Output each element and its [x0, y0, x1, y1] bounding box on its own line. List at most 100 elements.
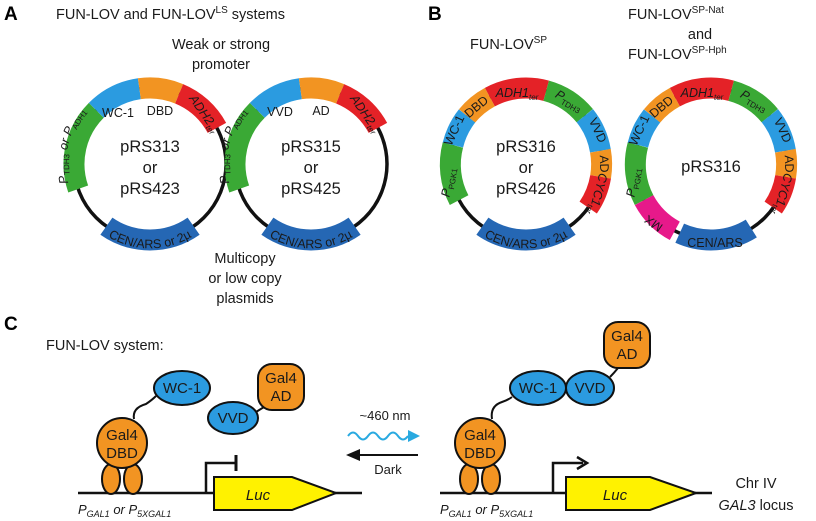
- plasmid-3-name-line3: pRS426: [496, 180, 556, 198]
- gal4-dbd-label-line2-right: DBD: [464, 445, 496, 462]
- plasmid-2-ad-segment: [298, 77, 345, 104]
- vvd-label-left: VVD: [218, 410, 249, 427]
- gal4-dbd-label-line2-left: DBD: [106, 445, 138, 462]
- plasmid-4-ad-segment: [775, 148, 798, 179]
- plasmid-1-name-line2: or: [143, 159, 158, 177]
- light-wave: [347, 431, 409, 441]
- plasmid-4-cen-label: CEN/ARS: [687, 236, 743, 250]
- panel-a-title-end: systems: [228, 7, 285, 23]
- plasmid-1-name-line3: pRS423: [120, 180, 180, 198]
- panel-a-title: FUN-LOV and FUN-LOVLS systems: [56, 5, 285, 23]
- tss-active-right: [551, 461, 583, 493]
- plasmid-3-name-line1: pRS316: [496, 138, 556, 156]
- linker-left: [132, 395, 157, 420]
- plasmid-2-vvd-segment: [249, 78, 303, 119]
- plasmid-1-dbd-label: DBD: [147, 104, 173, 118]
- plasmid-2-cen-segment: [261, 217, 361, 251]
- plasmid-4: PPGK1 WC-1 DBD ADH1ter PTDH3 VVD AD CYC1…: [624, 77, 798, 251]
- plasmid-1-wc1-label: WC-1: [102, 106, 134, 120]
- promoter-label-line2: promoter: [192, 57, 250, 73]
- plasmid-1-cen-segment: [100, 217, 200, 251]
- vvd-label-right: VVD: [575, 380, 606, 397]
- panel-c: C FUN-LOV system: Luc Gal4 DBD WC-1 VVD …: [4, 314, 793, 519]
- luc-reporter-right: [565, 476, 699, 511]
- plasmid-3-ad-label: AD: [597, 155, 612, 173]
- plasmid-1: PTDH3 or PADH1 WC-1 DBD ADH2ter CEN/ARS …: [56, 77, 228, 251]
- plasmid-4-wc1-segment: [627, 109, 661, 148]
- panel-c-letter: C: [4, 314, 18, 335]
- plasmid-4-name: pRS316: [681, 158, 741, 176]
- gal4-dbd-right: [454, 417, 506, 469]
- plasmid-4-dbd-segment: [643, 87, 681, 123]
- panel-b-title-2-line1: FUN-LOVSP-Nat: [628, 5, 724, 23]
- gal4-dbd-label-line1-left: Gal4: [106, 427, 138, 444]
- multicopy-label-line2: or low copy: [208, 271, 282, 287]
- plasmid-3-tdh3-segment: [543, 80, 593, 123]
- wc1-label-right: WC-1: [519, 380, 557, 397]
- luc-label-left: Luc: [246, 487, 271, 504]
- multicopy-label-line3: plasmids: [216, 291, 273, 307]
- vvd-domain-right: [565, 370, 615, 406]
- panel-b-letter: B: [428, 4, 442, 25]
- gal4-ad-label-line1-right: Gal4: [611, 328, 643, 345]
- light-wavelength-label: ~460 nm: [360, 408, 411, 423]
- plasmid-3-pgk1-segment: [439, 142, 469, 205]
- panel-a-title-sup: LS: [216, 5, 229, 16]
- panel-c-title: FUN-LOV system:: [46, 338, 164, 354]
- wc1-domain-left: [153, 370, 211, 406]
- dark-arrow-head: [346, 449, 360, 461]
- plasmid-1-promoter-segment: [63, 102, 105, 193]
- plasmid-2-adh2-segment: [335, 84, 388, 134]
- vvd-ad-link-right: [609, 367, 619, 378]
- luc-label-right: Luc: [603, 487, 628, 504]
- panel-b-title-2-and: and: [688, 27, 712, 43]
- plasmid-3: PPGK1 WC-1 DBD ADH1ter PTDH3 VVD AD CYC1…: [439, 77, 613, 251]
- plasmid-2-name-line1: pRS315: [281, 138, 341, 156]
- plasmid-4-pgk1-segment: [624, 142, 654, 205]
- panel-a-letter: A: [4, 4, 18, 25]
- plasmid-3-dbd-segment: [458, 87, 496, 123]
- tss-repressed-left: [204, 461, 236, 493]
- light-arrow-head: [408, 430, 420, 442]
- plasmid-1-adh2-segment: [174, 84, 227, 134]
- plasmid-2-name-line3: pRS425: [281, 180, 341, 198]
- vvd-domain-left: [207, 401, 259, 435]
- dark-state: Luc Gal4 DBD WC-1 VVD Gal4 AD PGAL1 or P…: [78, 363, 362, 519]
- plasmid-4-ad-label: AD: [782, 155, 797, 173]
- multicopy-label-line1: Multicopy: [214, 251, 276, 267]
- plasmid-3-cyc1-segment: [579, 174, 611, 214]
- panel-a-title-main: FUN-LOV and FUN-LOV: [56, 7, 216, 23]
- gal3-locus-label: GAL3 locus: [719, 498, 794, 514]
- panel-b-title-2-line3: FUN-LOVSP-Hph: [628, 45, 727, 63]
- chr-iv-label: Chr IV: [735, 476, 776, 492]
- plasmid-4-adh1-segment: [669, 77, 734, 107]
- promoter-label-left: PGAL1 or P5XGAL1: [78, 502, 171, 519]
- tss-arrow-right: [576, 455, 590, 471]
- plasmid-2-vvd-label: VVD: [267, 105, 293, 119]
- plasmid-3-cen-segment: [476, 217, 576, 251]
- plasmid-3-pgk1-label: PPGK1: [439, 166, 460, 199]
- plasmid-3-wc1-segment: [442, 109, 476, 148]
- linker-right: [490, 396, 513, 420]
- plasmid-4-pgk1-label: PPGK1: [624, 166, 645, 199]
- gal4-ad-left: [257, 363, 305, 411]
- light-state: Luc Gal4 DBD WC-1 VVD Gal4 AD PGAL1 or P…: [440, 321, 794, 519]
- plasmid-3-ad-segment: [590, 148, 613, 179]
- plasmid-4-cyc1-segment: [764, 174, 796, 214]
- wc1-label-left: WC-1: [163, 380, 201, 397]
- gal4-dbd-left: [96, 417, 148, 469]
- plasmid-4-tdh3-segment: [728, 80, 778, 123]
- plasmid-4-cen-segment: [675, 219, 757, 251]
- plasmid-2-name-line2: or: [304, 159, 319, 177]
- plasmid-1-dbd-segment: [137, 77, 184, 104]
- panel-b-title-1: FUN-LOVSP: [470, 35, 547, 53]
- plasmid-3-vvd-segment: [576, 109, 611, 153]
- gal4-ad-label-line2-left: AD: [271, 388, 292, 405]
- plasmid-2: PTDH3 or PADH1 VVD AD ADH2ter CEN/ARS or…: [217, 77, 389, 251]
- plasmid-1-name-line1: pRS313: [120, 138, 180, 156]
- gal4-ad-label-line1-left: Gal4: [265, 370, 297, 387]
- plasmid-2-promoter-segment: [224, 102, 266, 193]
- plasmid-3-adh1-segment: [484, 77, 549, 107]
- promoter-label-right: PGAL1 or P5XGAL1: [440, 502, 533, 519]
- plasmid-1-wc1-segment: [88, 78, 142, 119]
